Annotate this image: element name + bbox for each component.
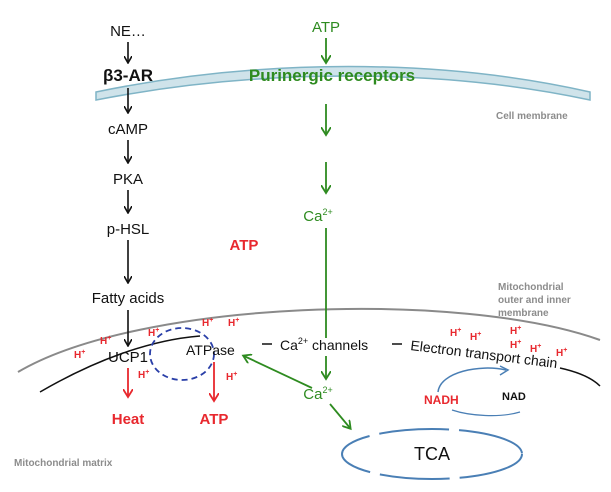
proton-markers: H+ H+ H+ H+ H+ H+ H+ H+ H+ H+ H+ H+ H+ [74, 317, 567, 383]
proton-marker: H+ [556, 347, 567, 359]
mito-inner-membrane [39, 335, 201, 393]
proton-marker: H+ [100, 335, 111, 347]
heat-output: Heat [112, 411, 145, 428]
atpase-label: ATPase [186, 342, 235, 358]
fatty-acids-label: Fatty acids [92, 290, 165, 307]
mito-outer-membrane [17, 307, 601, 373]
arrow-ca-to-atpase [244, 356, 313, 389]
atp-cytosolic: ATP [230, 237, 259, 254]
proton-marker: H+ [226, 371, 237, 383]
cell-membrane-label: Cell membrane [496, 111, 568, 122]
mito-inner-membrane-right [559, 367, 601, 387]
mito-membrane-label-3: membrane [498, 308, 549, 319]
ca-cytosolic: Ca2+ [303, 207, 332, 225]
purinergic-receptors: Purinergic receptors [249, 66, 415, 85]
camp-label: cAMP [108, 121, 148, 138]
proton-marker: H+ [148, 327, 159, 339]
atp-output: ATP [200, 411, 229, 428]
ne-label: NE… [110, 23, 146, 40]
proton-marker: H+ [470, 331, 481, 343]
pka-label: PKA [113, 171, 143, 188]
proton-marker: H+ [450, 327, 461, 339]
ca-mitochondrial: Ca2+ [303, 385, 332, 403]
proton-marker: H+ [510, 339, 521, 351]
arrow-ca-to-tca [329, 403, 350, 428]
mito-membrane-label-2: outer and inner [498, 295, 571, 306]
cell-membrane [95, 65, 591, 101]
ca-channels-label: Ca2+ channels [280, 336, 368, 353]
atpase-complex [149, 327, 215, 381]
ucp1-label: UCP1 [108, 349, 148, 366]
tca-cycle [341, 428, 523, 480]
nad-return [451, 409, 521, 417]
proton-marker: H+ [228, 317, 239, 329]
proton-marker: H+ [510, 325, 521, 337]
mito-matrix-label: Mitochondrial matrix [14, 458, 113, 469]
atp-extracellular: ATP [312, 19, 340, 36]
proton-marker: H+ [74, 349, 85, 361]
mito-membrane-label-1: Mitochondrial [498, 282, 564, 293]
nadh-nad-cycle-arrow [499, 365, 510, 376]
nad-label: NAD [502, 391, 526, 403]
proton-marker: H+ [202, 317, 213, 329]
proton-marker: H+ [530, 343, 541, 355]
b3-ar-receptor: β3-AR [103, 66, 153, 85]
tca-label: TCA [414, 444, 450, 464]
proton-marker: H+ [138, 369, 149, 381]
nadh-nad-cycle [437, 367, 507, 393]
nadh-label: NADH [424, 393, 459, 407]
phsl-label: p-HSL [107, 221, 150, 238]
